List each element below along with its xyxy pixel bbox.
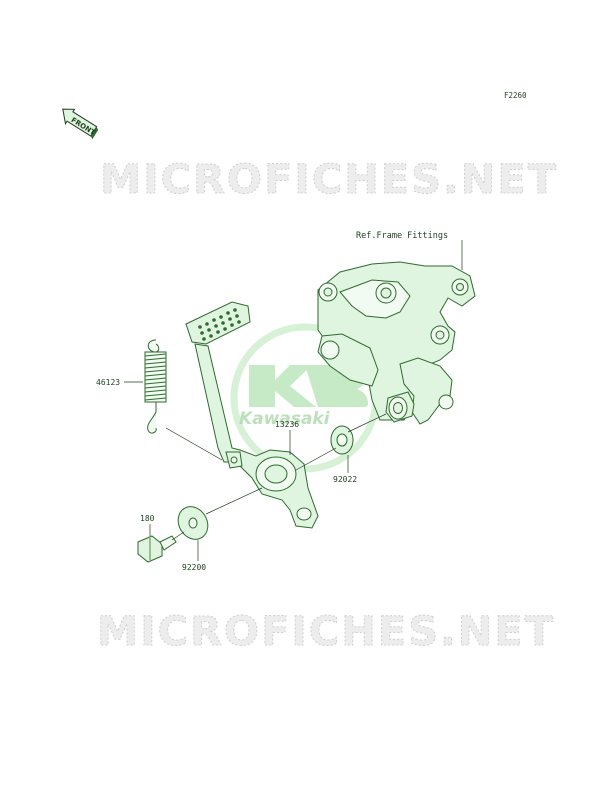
callout-92200: 92200 xyxy=(182,563,206,572)
watermark-bottom: MICROFICHES.NET xyxy=(97,609,555,655)
pedal-washer-assembly-line xyxy=(295,447,337,471)
callout-92022: 92022 xyxy=(333,475,357,484)
washer-pedal-assembly-line xyxy=(205,487,263,515)
bolt-washer-assembly-line xyxy=(171,531,185,541)
ref-frame-fittings-label: Ref.Frame Fittings xyxy=(356,231,448,241)
washer-frame-assembly-line xyxy=(347,413,387,433)
bolt-180 xyxy=(137,535,177,563)
watermark-top: MICROFICHES.NET xyxy=(100,157,558,203)
front-arrow-icon: FRONT xyxy=(62,108,99,140)
washer-92200 xyxy=(177,506,209,540)
callout-46123: 46123 xyxy=(96,378,120,387)
callout-180: 180 xyxy=(140,514,155,523)
figure-code: F2260 xyxy=(504,91,527,100)
spring-assembly-line xyxy=(165,427,223,461)
brand-text: Kawasaki xyxy=(239,409,331,429)
callout-13236: 13236 xyxy=(275,420,299,429)
brake-pedal xyxy=(185,301,319,529)
return-spring xyxy=(144,339,167,434)
washer-92022 xyxy=(330,425,354,455)
frame-fitting-bracket xyxy=(317,261,476,425)
